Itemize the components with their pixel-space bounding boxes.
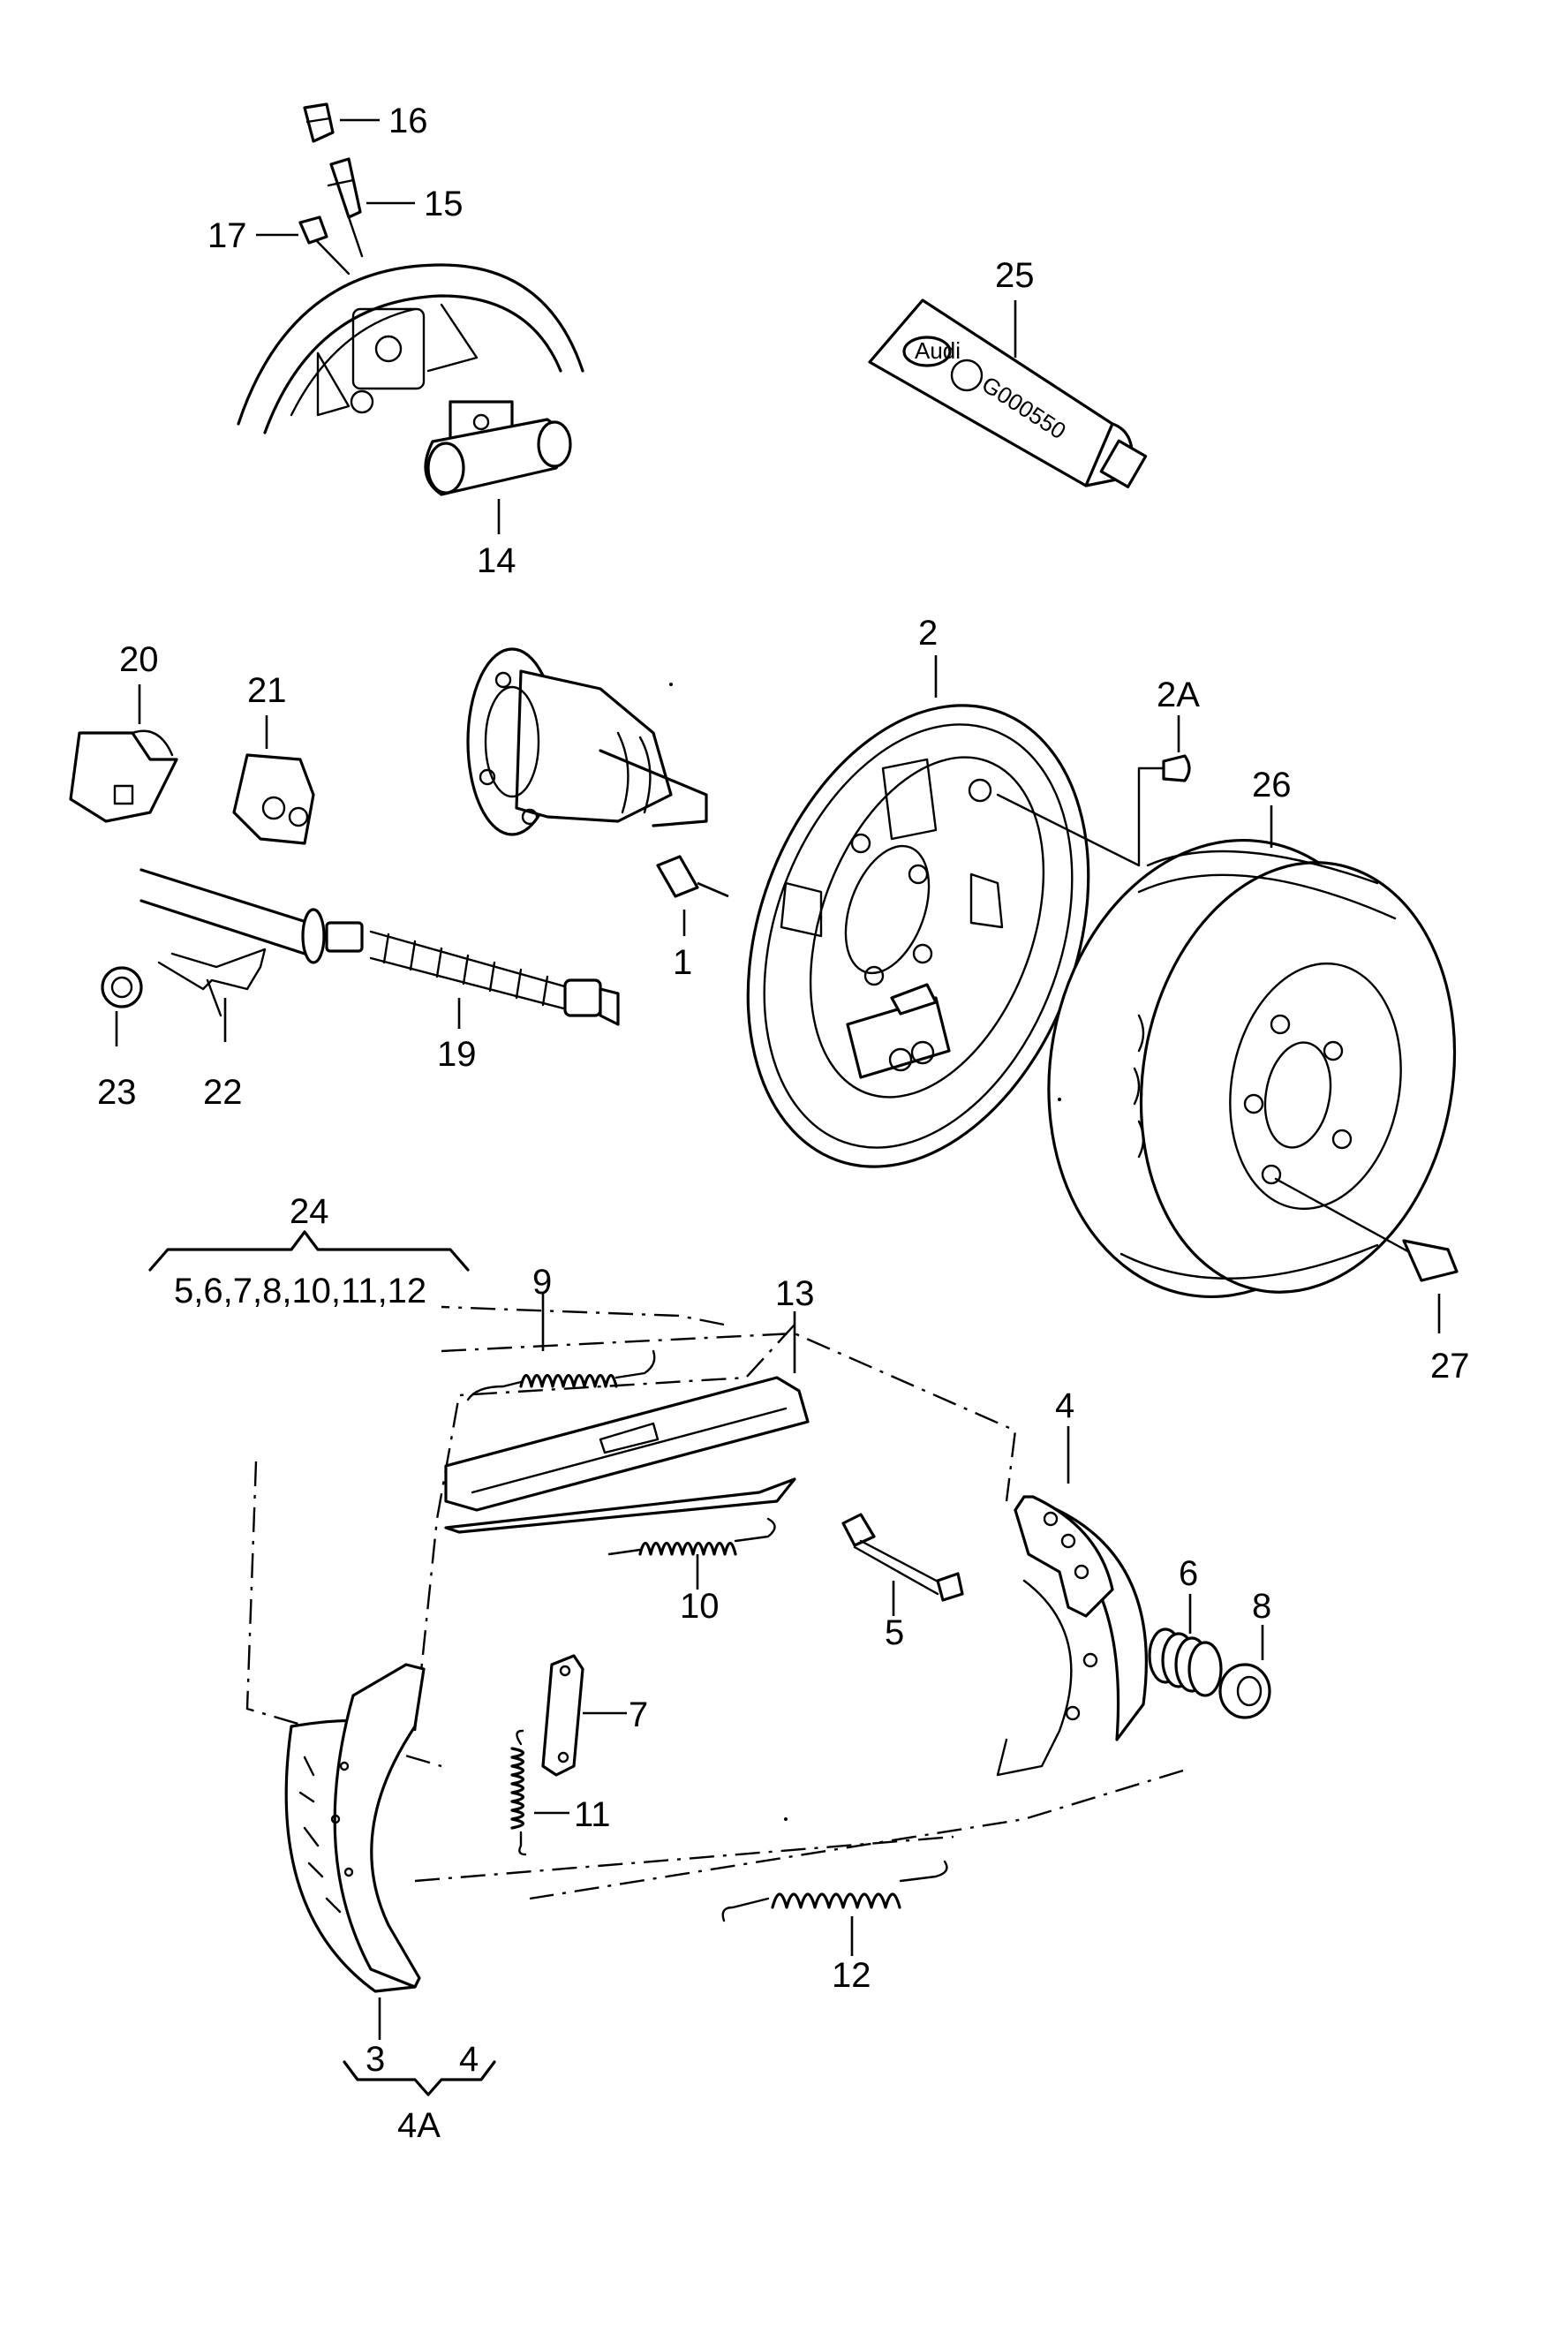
brake-shoe-part-4-right: [996, 1426, 1148, 1777]
bleed-cap-part-16: [303, 102, 380, 143]
nut-part-23: [101, 966, 143, 1046]
callout-27: 27: [1430, 1347, 1470, 1386]
callout-9: 9: [532, 1263, 552, 1302]
callout-15: 15: [424, 185, 464, 223]
stud-part-1: [656, 855, 729, 936]
strut-part-13: [444, 1311, 810, 1534]
callout-5: 5: [885, 1613, 904, 1652]
brake-drum-part-26: [1047, 805, 1457, 1298]
clip-part-21: [232, 715, 315, 845]
grease-tube-brand: Audi: [915, 337, 961, 364]
callout-8: 8: [1252, 1587, 1271, 1626]
callout-23: 23: [97, 1073, 137, 1112]
backing-plate-section: [237, 263, 584, 434]
spring-part-12: [721, 1860, 948, 1956]
pin-part-5: [841, 1513, 964, 1616]
callout-2: 2: [918, 614, 938, 653]
brake-shoe-part-3-left: [284, 1663, 426, 2040]
callout-20: 20: [119, 640, 159, 679]
callout-19: 19: [437, 1035, 477, 1074]
callout-1: 1: [673, 943, 692, 982]
callout-26: 26: [1252, 766, 1292, 804]
assembly-guide-line: [529, 1769, 1184, 1900]
cup-part-8: [1218, 1625, 1271, 1719]
callout-labels: 16 15 17 14 25 20 21 2 2A 26 1 19 23 22 …: [97, 102, 1470, 2145]
callout-14: 14: [477, 541, 516, 580]
callout-16: 16: [388, 102, 428, 140]
callout-6: 6: [1179, 1554, 1198, 1593]
callout-7: 7: [629, 1695, 648, 1734]
lever-part-7: [541, 1654, 627, 1777]
scan-speck: [669, 683, 673, 686]
callout-4-right: 4: [1055, 1386, 1074, 1425]
scan-speck: [784, 1817, 788, 1821]
wheel-hub: [466, 647, 708, 836]
kit-4a-bracket: [343, 2060, 496, 2096]
assembly-guide-line: [441, 1305, 725, 1326]
callout-21: 21: [247, 671, 287, 710]
grease-tube-part-25: Audi G000550: [868, 298, 1148, 488]
kit-24-bracket: [148, 1230, 470, 1272]
callout-4-bottom: 4: [459, 2040, 479, 2079]
handbrake-cable-part-19: [139, 868, 620, 1029]
spring-part-6: [1148, 1594, 1223, 1697]
callout-2a: 2A: [1157, 676, 1200, 714]
plug-part-2a: [1162, 715, 1191, 782]
bleed-screw-part-15: [327, 157, 415, 258]
callout-24: 24: [290, 1192, 329, 1231]
callout-13: 13: [775, 1274, 815, 1313]
backing-plate-part-2: [746, 655, 1167, 1168]
callout-25: 25: [995, 256, 1035, 295]
spring-part-10: [607, 1517, 776, 1590]
clip-part-20: [69, 684, 178, 823]
callout-12: 12: [832, 1956, 871, 1995]
kit-24-contents: 5,6,7,8,10,11,12: [174, 1272, 426, 1310]
scan-speck: [1058, 1098, 1061, 1101]
callout-4a: 4A: [397, 2106, 441, 2145]
assembly-guide-line: [441, 1332, 1017, 1502]
spring-part-11: [510, 1729, 569, 1856]
callout-11: 11: [574, 1795, 611, 1834]
callout-10: 10: [680, 1587, 720, 1626]
assembly-guide-line: [413, 1324, 795, 1732]
callout-3: 3: [366, 2040, 385, 2079]
callout-17: 17: [207, 216, 247, 255]
wheel-cylinder-part-14: [424, 400, 572, 534]
bracket-part-22: [157, 948, 267, 1042]
spring-part-9: [466, 1294, 656, 1401]
callout-22: 22: [203, 1073, 243, 1112]
wheel-bolt-part-27: [1274, 1177, 1459, 1333]
bolt-part-17: [256, 215, 351, 276]
